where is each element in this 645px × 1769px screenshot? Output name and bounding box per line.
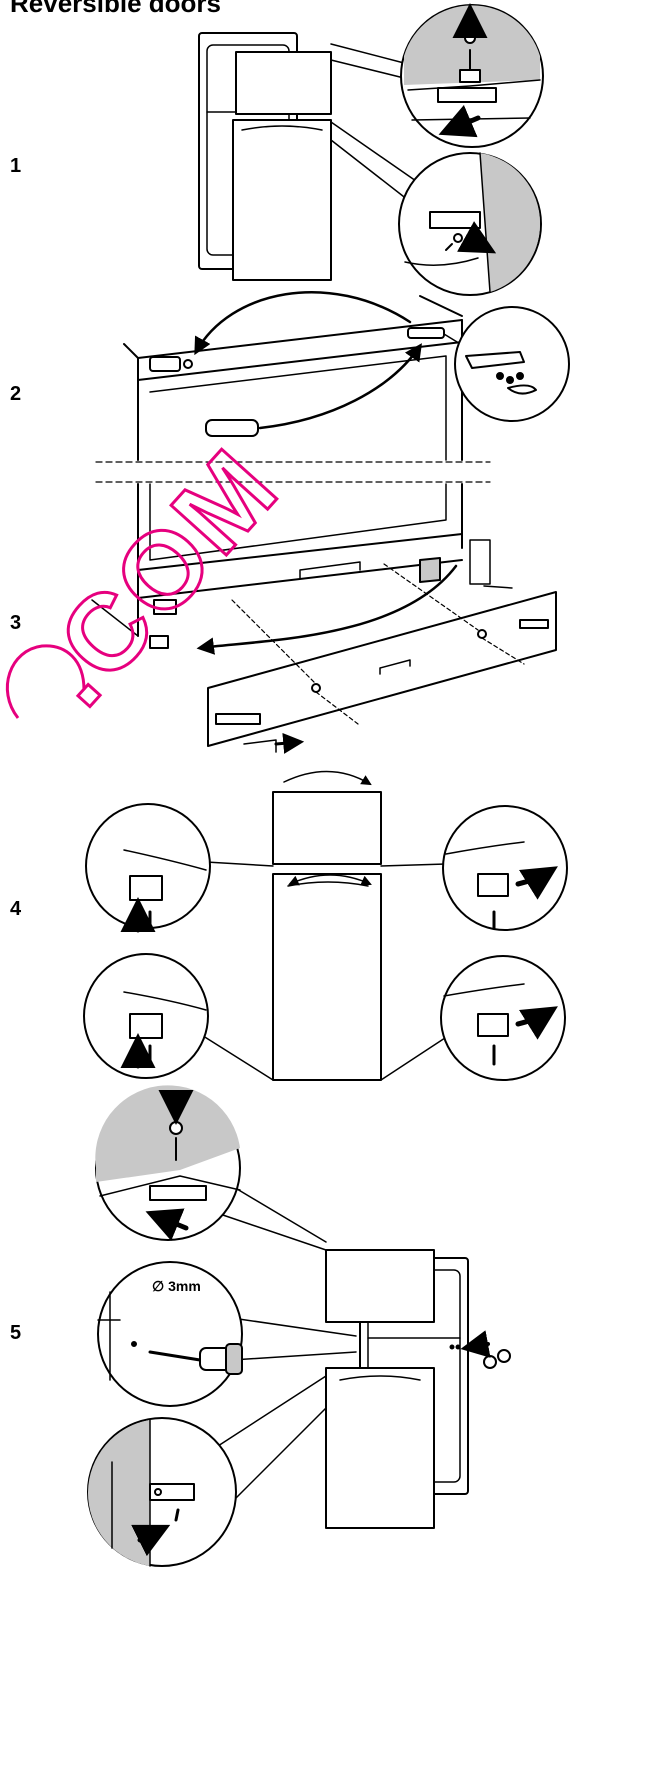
step5-top-callout	[95, 1085, 327, 1251]
step5-bottom-callout	[87, 1375, 327, 1567]
step5-drill-callout	[97, 1261, 357, 1407]
page-title: Reversible doors	[10, 0, 221, 18]
step3-door-bottom	[91, 483, 463, 649]
step4-hinge-callouts	[83, 803, 568, 1081]
step-label-2: 2	[10, 383, 22, 405]
step-label-5: 5	[10, 1322, 22, 1344]
step5-fridge	[325, 1249, 511, 1529]
step-label-1: 1	[10, 155, 22, 177]
step1-top-hinge-callout	[330, 3, 544, 148]
step1-bottom-hinge-callout	[330, 121, 542, 296]
step3-plinth-panel	[196, 539, 557, 754]
step-label-3: 3	[10, 612, 22, 634]
step2-3-cut-lines	[95, 461, 491, 483]
step2-door-top	[123, 291, 463, 461]
drill-size-label: ∅ 3mm	[152, 1278, 201, 1294]
step2-hinge-callout	[443, 306, 570, 422]
step1-fridge	[198, 32, 332, 281]
step-label-4: 4	[10, 898, 22, 920]
step4-doors	[272, 770, 382, 1081]
